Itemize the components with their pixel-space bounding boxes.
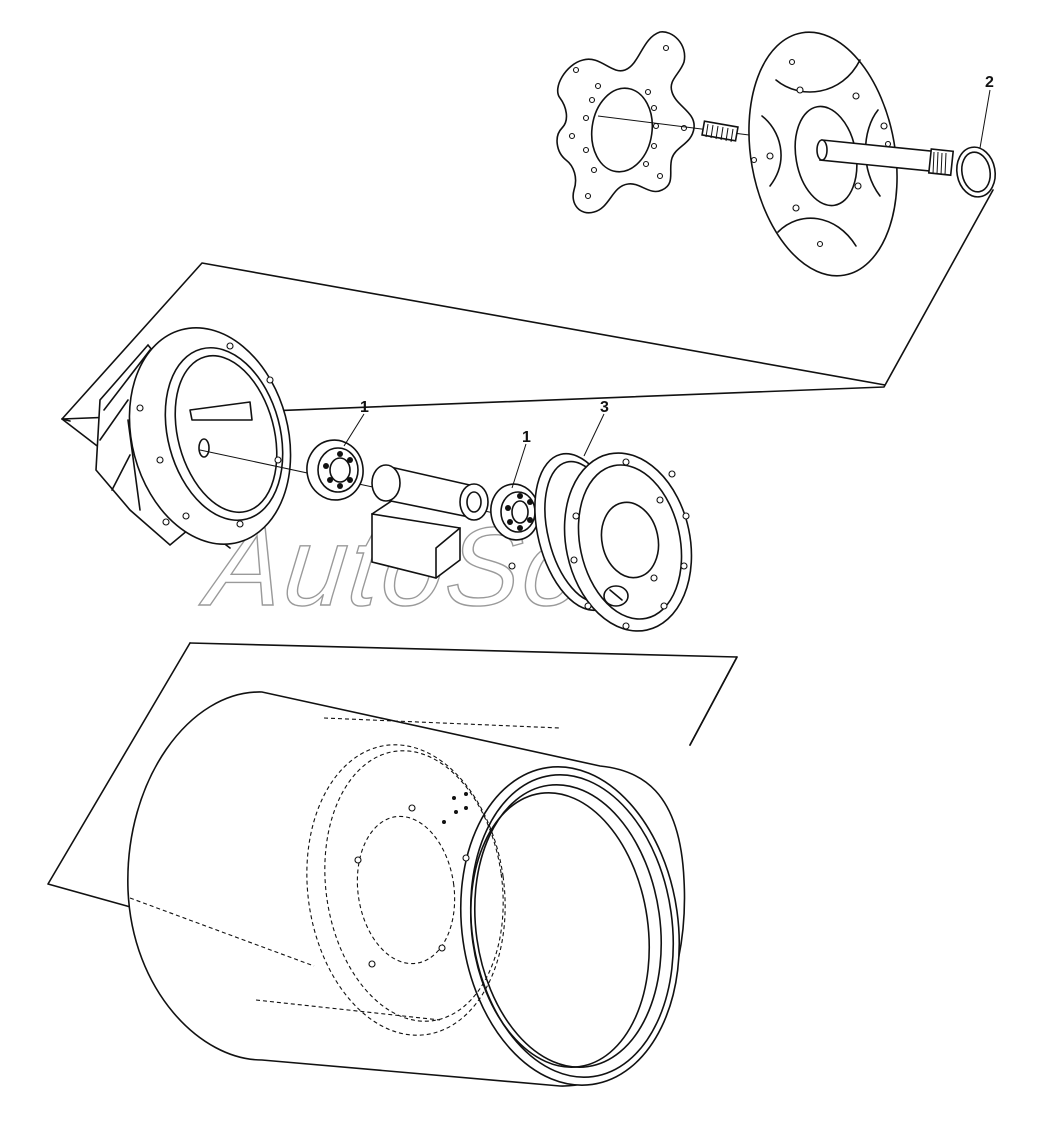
bearing-left xyxy=(306,439,364,501)
callout-shaft-ring: 2 xyxy=(979,74,994,149)
drive-plate xyxy=(556,31,695,214)
callout-label-3: 3 xyxy=(600,399,609,416)
callout-bearing-right: 1 xyxy=(511,429,531,489)
callouts: 1 1 2 3 xyxy=(343,74,994,489)
seal-cover-holes xyxy=(570,458,690,630)
seal-cover xyxy=(534,452,693,632)
pinion-block xyxy=(371,464,516,579)
callout-label-2: 2 xyxy=(985,74,994,91)
retaining-ring xyxy=(955,146,997,198)
output-shaft xyxy=(816,139,955,177)
flange-holes xyxy=(750,58,892,248)
callout-bearing-left: 1 xyxy=(343,399,369,447)
spline-coupling xyxy=(701,120,739,143)
drum-holes xyxy=(354,792,470,968)
motor-housing xyxy=(95,327,292,547)
drum xyxy=(127,691,686,1087)
callout-seal-cover: 3 xyxy=(583,399,609,457)
callout-label-1b: 1 xyxy=(522,429,531,446)
bearing-right xyxy=(490,483,540,541)
housing-holes xyxy=(136,342,282,528)
callout-label-1a: 1 xyxy=(360,399,369,416)
drive-plate-holes xyxy=(568,44,688,200)
drum-hidden-lines xyxy=(129,717,561,1036)
